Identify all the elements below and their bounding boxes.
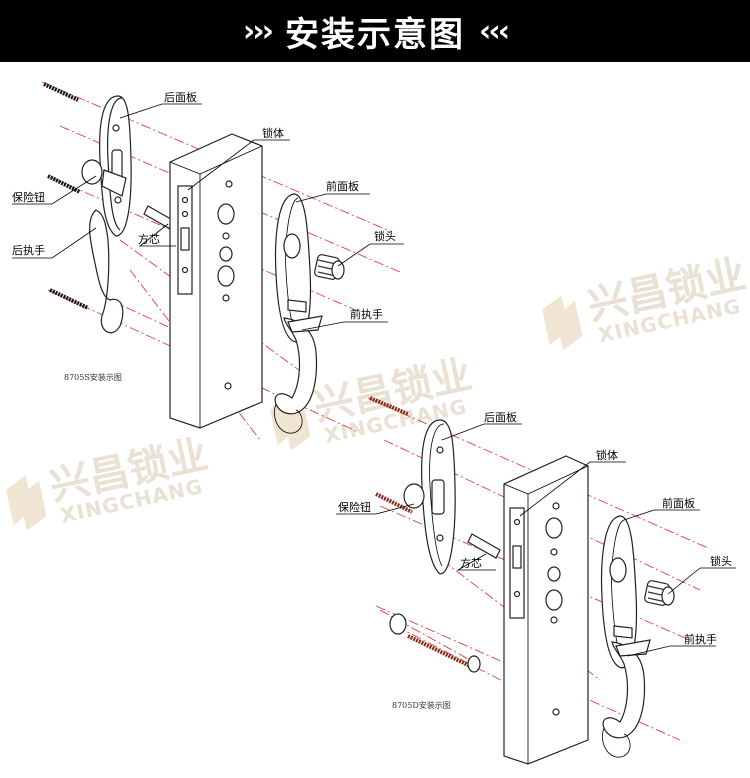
front-handle-bottom — [602, 639, 651, 758]
page-title: 安装示意图 — [285, 14, 465, 55]
label-privacy-button-bottom: 保险钮 — [338, 500, 371, 514]
label-front-plate-top: 前面板 — [326, 179, 359, 193]
spindle-bottom — [467, 533, 501, 559]
door-block-top — [169, 133, 263, 429]
right-arrows: ‹‹‹ — [479, 13, 510, 49]
label-cylinder-bottom: 锁头 — [710, 554, 732, 568]
label-cylinder-top: 锁头 — [374, 229, 396, 243]
back-plate-bottom — [421, 419, 456, 575]
installation-diagram: 兴昌锁业 XINGCHANG 兴昌锁业 XINGCHANG 兴昌锁业 XINGC… — [0, 62, 750, 774]
label-privacy-button-top: 保险钮 — [12, 190, 45, 204]
leaders-bottom — [336, 423, 736, 657]
screws-top — [43, 82, 89, 310]
watermark-left: 兴昌锁业 XINGCHANG — [6, 432, 212, 531]
leaders-top — [12, 103, 404, 331]
label-front-plate-bottom: 前面板 — [662, 496, 695, 510]
watermark-top-right: 兴昌锁业 XINGCHANG — [542, 251, 750, 351]
label-front-handle-bottom: 前执手 — [684, 632, 717, 646]
front-plate-bottom — [600, 515, 638, 669]
left-arrows: ››› — [242, 13, 274, 49]
label-back-plate-bottom: 后面板 — [484, 410, 517, 424]
label-spindle-bottom: 方芯 — [460, 556, 482, 570]
cylinder-top — [314, 254, 345, 280]
screws-bottom — [369, 396, 471, 668]
label-lock-body-bottom: 锁体 — [596, 448, 618, 462]
knob-parts-bottom — [389, 613, 481, 673]
diagram-8705s: 后面板 锁体 保险钮 前面板 后执手 方芯 锁头 前执手 8705S安装示图 — [12, 81, 404, 441]
privacy-button-bottom — [403, 483, 425, 509]
label-back-plate-top: 后面板 — [164, 90, 197, 104]
header-banner: ››› 安装示意图 ‹‹‹ — [0, 0, 750, 62]
door-block-bottom — [503, 455, 589, 765]
caption-8705s: 8705S安装示图 — [64, 372, 122, 382]
caption-8705d: 8705D安装示图 — [392, 700, 451, 710]
back-plate-top — [99, 95, 132, 237]
diagram-canvas: 兴昌锁业 XINGCHANG 兴昌锁业 XINGCHANG 兴昌锁业 XINGC… — [6, 81, 750, 765]
label-front-handle-top: 前执手 — [350, 307, 383, 321]
label-lock-body-top: 锁体 — [262, 126, 284, 140]
label-back-handle-top: 后执手 — [12, 243, 45, 257]
diagram-8705d: 后面板 锁体 保险钮 前面板 方芯 锁头 前执手 8705D安装示图 — [336, 396, 736, 765]
label-spindle-top: 方芯 — [138, 232, 160, 246]
back-handle-top — [81, 159, 127, 334]
